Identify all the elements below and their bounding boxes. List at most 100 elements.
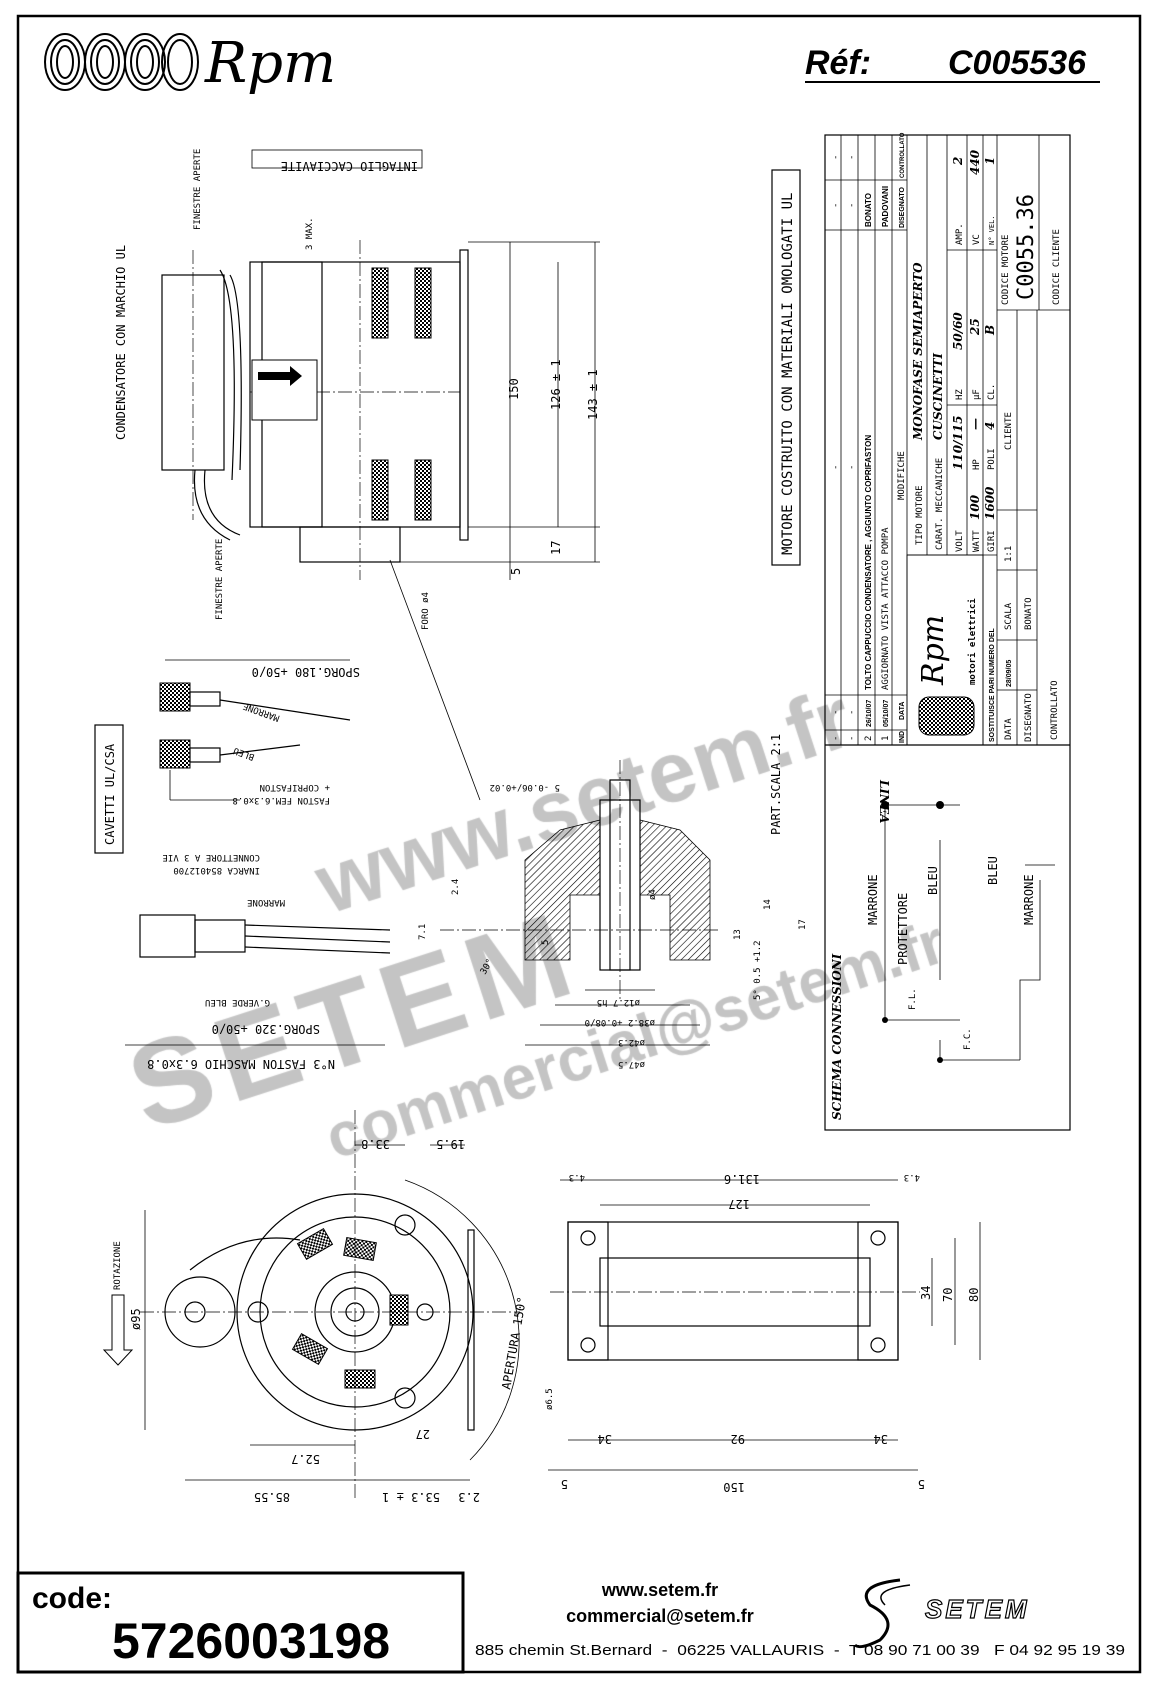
rev-dis: BONATO <box>864 193 873 227</box>
watt-value: 100 <box>968 494 982 520</box>
tipo-value: MONOFASE SEMIAPERTO <box>911 262 925 441</box>
code-label: code: <box>32 1582 112 1615</box>
schema-fl: F.L. <box>908 988 918 1010</box>
base-view: 131.6 127 4.3 4.3 34 70 80 ø6.5 34 92 34… <box>545 1172 981 1494</box>
schema-marrone: MARRONE <box>866 874 880 925</box>
front-dim-52-7: 52.7 <box>291 1452 320 1466</box>
opening-label: APERTURA 150° <box>499 1296 529 1391</box>
amp-value: 2 <box>951 157 965 166</box>
front-dim-85-55: 85.55 <box>254 1490 290 1504</box>
marrone-label-1: MARRONE <box>242 700 281 722</box>
dim-150: 150 <box>507 378 521 400</box>
ul-note-box <box>771 169 801 566</box>
detail-dim-17: 17 <box>798 919 808 930</box>
front-view: ROTAZIONE 33.8 19.5 ø95 APERTURA 150° 52… <box>102 1110 529 1504</box>
rev-head: CONTROLLATO <box>900 132 906 178</box>
front-dim-19-5: 19.5 <box>436 1137 465 1151</box>
rpm-logo: Rpm <box>44 31 336 96</box>
data-value: 28/09/05 <box>1006 660 1013 687</box>
arrow-icon <box>258 366 302 386</box>
detail-30deg: 30° <box>479 957 496 976</box>
rev-data: - <box>831 710 841 715</box>
rev-mod: - <box>831 465 841 470</box>
base-dim-5a: 5 <box>561 1477 568 1491</box>
base-dim-34a: 34 <box>598 1432 612 1446</box>
rev-data: - <box>847 710 857 715</box>
vel-label: N° VEL. <box>988 215 996 245</box>
detail-section: PART.SCALA 2:1 5 -0.06/+0.02 ø12.7 h5 ø3… <box>418 734 808 1069</box>
front-dim-33-8: 33.8 <box>361 1137 390 1151</box>
disegnato-value: BONATO <box>1024 597 1034 630</box>
coil-logo-icon <box>44 33 199 91</box>
ref-label: Réf: <box>805 44 871 82</box>
detail-dim-5tol: 5 -0.06/+0.02 <box>490 782 560 792</box>
shaft-hub <box>299 526 401 563</box>
rev-ind: - <box>847 736 857 741</box>
hp-label: HP <box>972 459 982 470</box>
rev-head: IND <box>899 731 906 743</box>
ref-value: C005536 <box>948 44 1087 82</box>
brand-name: Rpm <box>204 31 336 96</box>
sostituisce-label: SOSTITUISCE PARI NUMERO DEL <box>989 627 996 742</box>
footer: code: 5726003198 www.setem.fr commercial… <box>16 1571 1125 1674</box>
rev-ind: - <box>831 736 841 741</box>
coprifaston-label: + COPRIFASTON <box>260 782 330 792</box>
uf-label: µF <box>972 389 982 400</box>
detail-dim-2-4: 2.4 <box>451 879 461 895</box>
detail-dim-7-1: 7.1 <box>418 924 428 940</box>
schema-protettore: PROTETTORE <box>896 893 910 965</box>
detail-angle: 5° 0.5 +1.2 <box>753 940 763 1000</box>
address: 885 chemin St.Bernard - 06225 VALLAURIS … <box>475 1642 1125 1659</box>
detail-dim-47-5: ø47.5 <box>618 1059 645 1069</box>
rev-con: - <box>831 155 841 160</box>
detail-dim-38-2: ø38.2 +0.08/0 <box>585 1017 655 1027</box>
disegnato-label: DISEGNATO <box>1024 693 1034 742</box>
rev-dis: - <box>831 203 841 208</box>
rev-mod: TOLTO CAPPUCCIO CONDENSATORE , AGGIUNTO … <box>864 435 873 690</box>
dim-5: 5 <box>509 568 523 575</box>
rev-dis: PADOVANI <box>881 186 890 227</box>
email-link[interactable]: commercial@setem.fr <box>566 1606 754 1626</box>
carat-value: CUSCINETTI <box>931 353 945 440</box>
front-dim-95: ø95 <box>129 1308 143 1330</box>
codice-motore-value: C0055.36 <box>1014 194 1039 300</box>
inarca-label: INARCA 854012700 <box>173 865 260 875</box>
schema-title: SCHEMA CONNESSIONI <box>830 953 844 1120</box>
windows-top-label: FINESTRE APERTE <box>193 149 203 230</box>
cables-title: CAVETTI UL/CSA <box>103 743 117 845</box>
rev-head: MODIFICHE <box>897 451 907 500</box>
volt-label: VOLT <box>955 530 965 552</box>
base-dim-6-5: ø6.5 <box>545 1388 555 1410</box>
capacitor-note: CONDENSATORE CON MARCHIO UL <box>114 245 128 440</box>
title-block-brand: Rpm <box>916 615 951 686</box>
base-dim-34-vertical: 34 <box>919 1286 933 1300</box>
vc-value: 440 <box>968 149 982 175</box>
controllato-label: CONTROLLATO <box>1050 680 1060 740</box>
rev-head: DATA <box>899 702 906 720</box>
schema-marrone-2: MARRONE <box>1022 874 1036 925</box>
hz-label: HZ <box>955 389 965 400</box>
hz-value: 50/60 <box>951 312 965 350</box>
uf-value: 25 <box>968 318 982 336</box>
rev-data: 05/10/07 <box>883 700 890 727</box>
bleu-label-1: BLEU <box>232 745 256 762</box>
revision-table: - - - - - - - - - - 2 26/10/07 TOLTO CAP… <box>825 132 908 745</box>
hp-value: — <box>968 418 982 430</box>
codice-motore-label: CODICE MOTORE <box>1001 235 1011 305</box>
rev-head: DISEGNATO <box>899 186 906 228</box>
base-dim-34b: 34 <box>874 1432 888 1446</box>
schema-bleu-2: BLEU <box>986 856 1000 885</box>
rotation-arrow-icon <box>102 1294 134 1366</box>
verde-bleu-label: G.VERDE BLEU <box>205 997 270 1007</box>
website-link[interactable]: www.setem.fr <box>601 1580 718 1600</box>
windows-bottom-label: FINESTRE APERTE <box>215 539 225 620</box>
detail-dim-5: 5 <box>541 940 551 945</box>
rev-data: 26/10/07 <box>866 700 873 727</box>
base-dim-70: 70 <box>941 1288 955 1302</box>
tipo-label: TIPO MOTORE <box>915 485 925 545</box>
rev-dis: - <box>847 203 857 208</box>
rev-con: - <box>847 155 857 160</box>
carat-label: CARAT. MECCANICHE <box>935 458 945 550</box>
dim-143: 143 ± 1 <box>586 369 600 420</box>
faston-maschio-label: N°3 FASTON MASCHIO 6.3x0.8 <box>147 1057 335 1071</box>
